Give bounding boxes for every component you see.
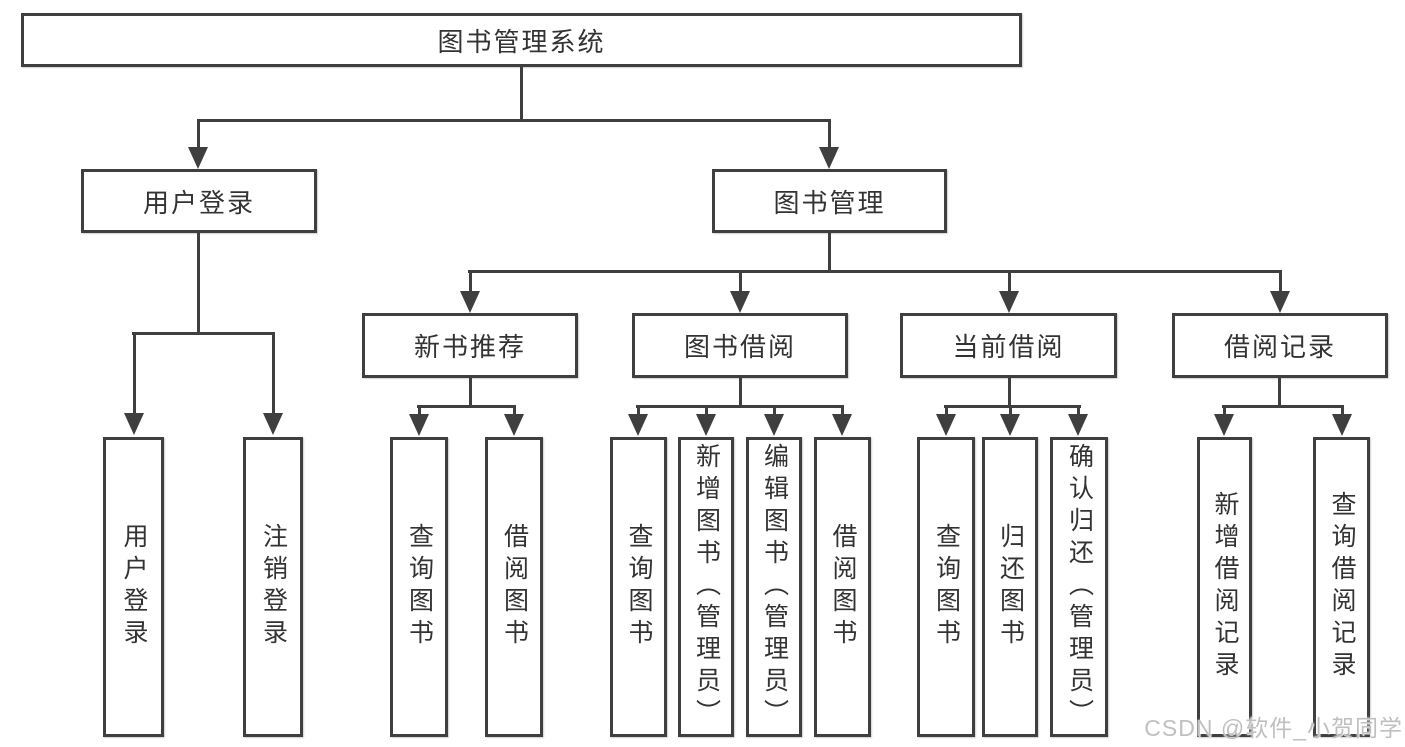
arrow-bb-edit [764, 406, 784, 436]
arrowhead-down-icon [832, 414, 852, 436]
leaf-label: 确认归还（管理员） [1065, 443, 1094, 731]
leaf-br-add-record: 新增借阅记录 [1197, 437, 1252, 737]
arrow-to-borrow-record [1270, 271, 1290, 313]
leaf-label: 借阅图书 [500, 523, 529, 651]
leaf-nb-borrow-book: 借阅图书 [485, 437, 543, 737]
arrowhead-down-icon [696, 414, 716, 436]
arrowhead-down-icon [628, 414, 648, 436]
arrowhead-down-icon [188, 147, 208, 169]
leaf-bb-add-book-admin: 新增图书（管理员） [678, 437, 734, 737]
arrowhead-down-icon [1270, 291, 1290, 313]
arrowhead-down-icon [460, 291, 480, 313]
leaf-label: 新增借阅记录 [1211, 491, 1239, 683]
arrow-bb-query [628, 406, 648, 436]
arrowhead-down-icon [263, 413, 283, 435]
connector-nb-trunk [469, 378, 472, 408]
arrow-to-current-borrow [999, 271, 1019, 313]
leaf-cb-query-book: 查询图书 [917, 437, 975, 737]
leaf-label: 借阅图书 [829, 523, 857, 651]
connector-cb-bracket [944, 405, 1081, 408]
arrow-to-user-login [188, 120, 208, 169]
arrowhead-down-icon [730, 291, 750, 313]
leaf-bb-edit-book-admin: 编辑图书（管理员） [746, 437, 802, 737]
arrow-bb-borrow [832, 406, 852, 436]
csdn-watermark: CSDN @软件_小贺同学 [1144, 715, 1403, 741]
connector-br-bracket [1222, 405, 1344, 408]
node-book-borrow: 图书借阅 [632, 313, 848, 378]
arrow-shaft [1007, 271, 1011, 301]
connector-bb-bracket [636, 405, 844, 408]
leaf-label: 归还图书 [996, 523, 1025, 651]
arrow-to-book-borrow [730, 271, 750, 313]
arrowhead-down-icon [764, 414, 784, 436]
leaf-cb-return-book: 归还图书 [982, 437, 1038, 737]
connector-level1-bracket [197, 119, 831, 122]
leaf-label: 新增图书（管理员） [692, 443, 721, 731]
arrowhead-down-icon [1332, 414, 1352, 436]
connector-bb-trunk [739, 378, 742, 408]
arrow-cb-return [1000, 406, 1020, 436]
arrow-br-add [1214, 406, 1234, 436]
connector-root-trunk [520, 65, 523, 121]
arrow-to-book-management [819, 120, 839, 169]
arrowhead-down-icon [1214, 414, 1234, 436]
leaf-label: 查询图书 [625, 523, 653, 651]
arrow-shaft [132, 333, 136, 423]
arrowhead-down-icon [409, 414, 429, 436]
leaf-label: 编辑图书（管理员） [760, 443, 789, 731]
arrowhead-down-icon [504, 414, 524, 436]
leaf-label: 查询借阅记录 [1328, 491, 1356, 683]
arrowhead-down-icon [936, 414, 956, 436]
leaf-nb-query-book: 查询图书 [390, 437, 448, 737]
leaf-label: 注销登录 [259, 523, 288, 651]
arrow-shaft [738, 271, 742, 301]
arrow-shaft [827, 120, 831, 157]
leaf-br-query-record: 查询借阅记录 [1313, 437, 1370, 737]
arrow-shaft [196, 120, 200, 157]
connector-nb-bracket [417, 405, 516, 408]
arrowhead-down-icon [124, 413, 144, 435]
arrow-nb-query [409, 406, 429, 436]
leaf-label: 用户登录 [120, 523, 148, 651]
arrow-bb-add [696, 406, 716, 436]
arrow-shaft [1278, 271, 1282, 301]
node-new-book-recommend: 新书推荐 [362, 313, 578, 378]
leaf-logout: 注销登录 [243, 437, 303, 737]
arrow-nb-borrow [504, 406, 524, 436]
connector-br-trunk [1278, 378, 1281, 408]
node-library-system: 图书管理系统 [21, 13, 1022, 67]
arrow-br-query [1332, 406, 1352, 436]
arrowhead-down-icon [819, 147, 839, 169]
arrow-cb-confirm [1068, 406, 1088, 436]
leaf-user-login: 用户登录 [103, 437, 164, 737]
arrow-to-leaf-login [124, 333, 144, 435]
connector-user-login-trunk [197, 233, 200, 335]
leaf-bb-borrow-book: 借阅图书 [814, 437, 871, 737]
connector-book-mgmt-trunk [828, 233, 831, 272]
arrow-shaft [468, 271, 472, 301]
arrowhead-down-icon [999, 291, 1019, 313]
leaf-bb-query-book: 查询图书 [610, 437, 667, 737]
arrow-shaft [271, 333, 275, 423]
leaf-label: 查询图书 [932, 523, 961, 651]
leaf-cb-confirm-return-admin: 确认归还（管理员） [1050, 437, 1108, 737]
leaf-label: 查询图书 [405, 523, 434, 651]
node-borrow-record: 借阅记录 [1172, 313, 1388, 378]
arrow-cb-query [936, 406, 956, 436]
connector-user-login-bracket [132, 332, 275, 335]
connector-cb-trunk [1008, 378, 1011, 408]
node-user-login: 用户登录 [81, 169, 317, 233]
arrowhead-down-icon [1068, 414, 1088, 436]
node-current-borrow: 当前借阅 [900, 313, 1117, 378]
node-book-management: 图书管理 [712, 169, 947, 233]
connector-level3-bracket [468, 270, 1282, 273]
arrow-to-leaf-logout [263, 333, 283, 435]
arrow-to-new-book-recommend [460, 271, 480, 313]
arrowhead-down-icon [1000, 414, 1020, 436]
